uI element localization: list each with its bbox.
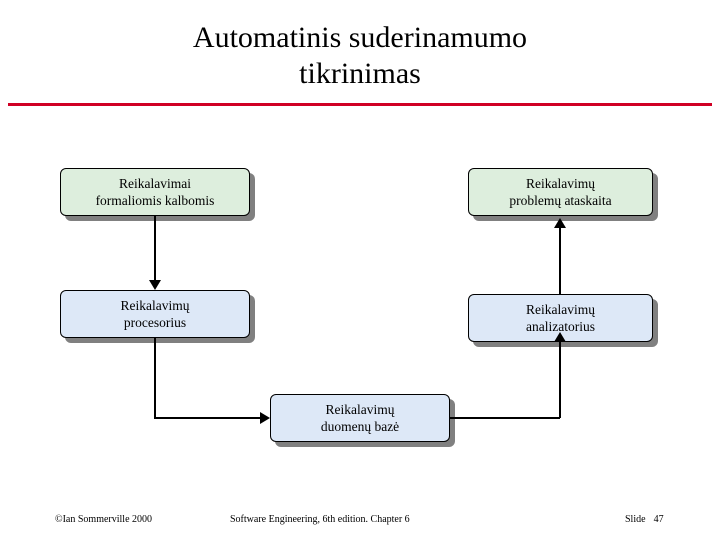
footer-slide-value: 47: [653, 514, 664, 525]
box-label-line-2: problemų ataskaita: [509, 193, 612, 208]
box-label-line-1: Reikalavimų: [120, 298, 190, 313]
page-title-line-2: tikrinimas: [299, 57, 421, 90]
box-body: Reikalavimų procesorius: [60, 290, 250, 338]
box-body: Reikalavimai formaliomis kalbomis: [60, 168, 250, 216]
page-title: Automatinis suderinamumo tikrinimas: [40, 20, 680, 92]
footer-center-text: Software Engineering, 6th edition. Chapt…: [230, 514, 410, 525]
box-body: Reikalavimų duomenų bazė: [270, 394, 450, 442]
box-label-line-2: duomenų bazė: [320, 419, 400, 434]
arrowhead-right-duomenu-baze: [260, 412, 270, 424]
box-label-line-2: analizatorius: [526, 319, 595, 334]
box-body: Reikalavimų problemų ataskaita: [468, 168, 653, 216]
connector-procesorius-to-db-horizontal: [154, 417, 260, 419]
footer-slide-number: Slide 47: [625, 514, 664, 525]
arrowhead-down-procesorius: [149, 280, 161, 290]
box-reikalavimu-procesorius[interactable]: Reikalavimų procesorius: [60, 290, 255, 343]
box-reikalavimu-problemu-ataskaita[interactable]: Reikalavimų problemų ataskaita: [468, 168, 658, 221]
footer-slide-label: Slide: [625, 514, 646, 525]
arrowhead-up-ataskaita: [554, 218, 566, 228]
connector-db-to-analizatorius-horizontal: [450, 417, 560, 419]
connector-procesorius-to-db-vertical: [154, 338, 156, 418]
connector-analizatorius-to-ataskaita: [559, 228, 561, 294]
title-divider: [8, 103, 712, 106]
box-reikalavimai-formaliomis-kalbomis[interactable]: Reikalavimai formaliomis kalbomis: [60, 168, 255, 221]
box-reikalavimu-duomenu-baze[interactable]: Reikalavimų duomenų bazė: [270, 394, 455, 447]
box-label-line-1: Reikalavimų: [526, 302, 595, 317]
box-label-line-1: Reikalavimai: [119, 176, 191, 191]
box-label-line-1: Reikalavimų: [526, 176, 595, 191]
connector-db-to-analizatorius-vertical: [559, 342, 561, 418]
box-label-line-1: Reikalavimų: [325, 402, 395, 417]
box-label-line-2: formaliomis kalbomis: [95, 193, 215, 208]
page-title-line-1: Automatinis suderinamumo: [192, 21, 528, 54]
footer-copyright: ©Ian Sommerville 2000: [55, 514, 153, 525]
arrowhead-up-analizatorius: [554, 332, 566, 342]
connector-formaliomis-to-procesorius: [154, 216, 156, 280]
box-label-line-2: procesorius: [123, 315, 187, 330]
